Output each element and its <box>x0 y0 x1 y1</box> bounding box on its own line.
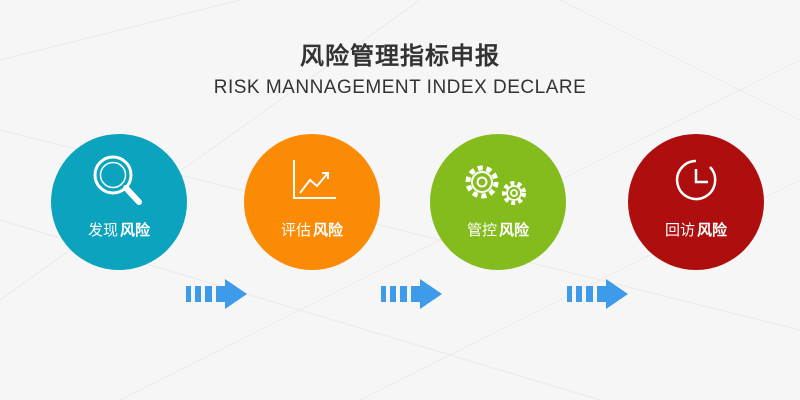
step-control-risk: 管控风险 <box>430 134 566 270</box>
search-icon <box>93 155 142 205</box>
clock-icon <box>675 159 717 201</box>
step-revisit-risk: 回访风险 <box>628 134 764 270</box>
step-verb: 评估 <box>280 221 311 239</box>
step-discover-risk: 发现风险 <box>51 134 187 270</box>
flow-arrow <box>567 279 628 309</box>
step-verb: 回访 <box>664 221 695 239</box>
step-noun: 风险 <box>120 221 151 239</box>
step-label: 管控风险 <box>430 219 566 240</box>
step-assess-risk: 评估风险 <box>244 134 380 270</box>
gears-icon <box>465 165 526 205</box>
chart-trend-icon <box>293 160 336 199</box>
step-verb: 管控 <box>466 221 497 239</box>
page-subtitle: RISK MANNAGEMENT INDEX DECLARE <box>213 77 587 98</box>
step-label: 发现风险 <box>51 219 187 240</box>
page-title: 风险管理指标申报 <box>300 42 500 70</box>
step-noun: 风险 <box>499 221 530 239</box>
step-verb: 发现 <box>87 221 118 239</box>
step-label: 评估风险 <box>244 219 380 240</box>
flow-arrow <box>381 279 442 309</box>
step-noun: 风险 <box>313 221 344 239</box>
step-noun: 风险 <box>697 221 728 239</box>
step-label: 回访风险 <box>628 219 764 240</box>
flow-arrow <box>186 279 247 309</box>
